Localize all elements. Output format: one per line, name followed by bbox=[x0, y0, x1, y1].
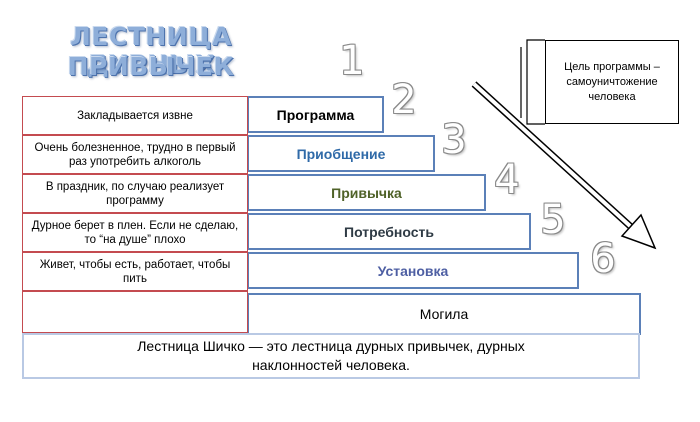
step-mogila: Могила bbox=[247, 293, 641, 335]
step-number-4: 4 bbox=[494, 157, 520, 203]
description-mogila-empty bbox=[22, 291, 248, 333]
description-programma: Закладывается извне bbox=[22, 96, 248, 135]
footer-caption: Лестница Шичко — это лестница дурных при… bbox=[22, 333, 640, 379]
step-number-6: 6 bbox=[590, 236, 616, 282]
step-programma: Программа bbox=[247, 96, 384, 133]
step-priobshchenie: Приобщение bbox=[247, 135, 435, 172]
description-privychka: В праздник, по случаю реализует программ… bbox=[22, 174, 248, 213]
description-potrebnost: Дурное берет в плен. Если не сделаю, то … bbox=[22, 213, 248, 252]
step-number-5: 5 bbox=[540, 197, 566, 243]
description-priobshchenie: Очень болезненное, трудно в первый раз у… bbox=[22, 135, 248, 174]
step-potrebnost: Потребность bbox=[247, 213, 531, 250]
description-ustanovka: Живет, чтобы есть, работает, чтобы пить bbox=[22, 252, 248, 291]
page-title-line-2: ПРИВЫЧЕК bbox=[67, 52, 235, 81]
step-ustanovka: Установка bbox=[247, 252, 579, 289]
footer-caption-text: Лестница Шичко — это лестница дурных при… bbox=[137, 338, 525, 373]
step-privychka: Привычка bbox=[247, 174, 486, 211]
page-title-line-1: ЛЕСТНИЦА ДУРНЫХ bbox=[70, 22, 232, 79]
step-number-2: 2 bbox=[391, 77, 417, 123]
step-number-3: 3 bbox=[441, 117, 467, 163]
goal-text: Цель программы – самоуничтожение человек… bbox=[564, 60, 660, 103]
goal-bracket bbox=[526, 39, 545, 125]
goal-box: Цель программы – самоуничтожение человек… bbox=[545, 40, 679, 124]
step-number-1: 1 bbox=[339, 38, 365, 84]
